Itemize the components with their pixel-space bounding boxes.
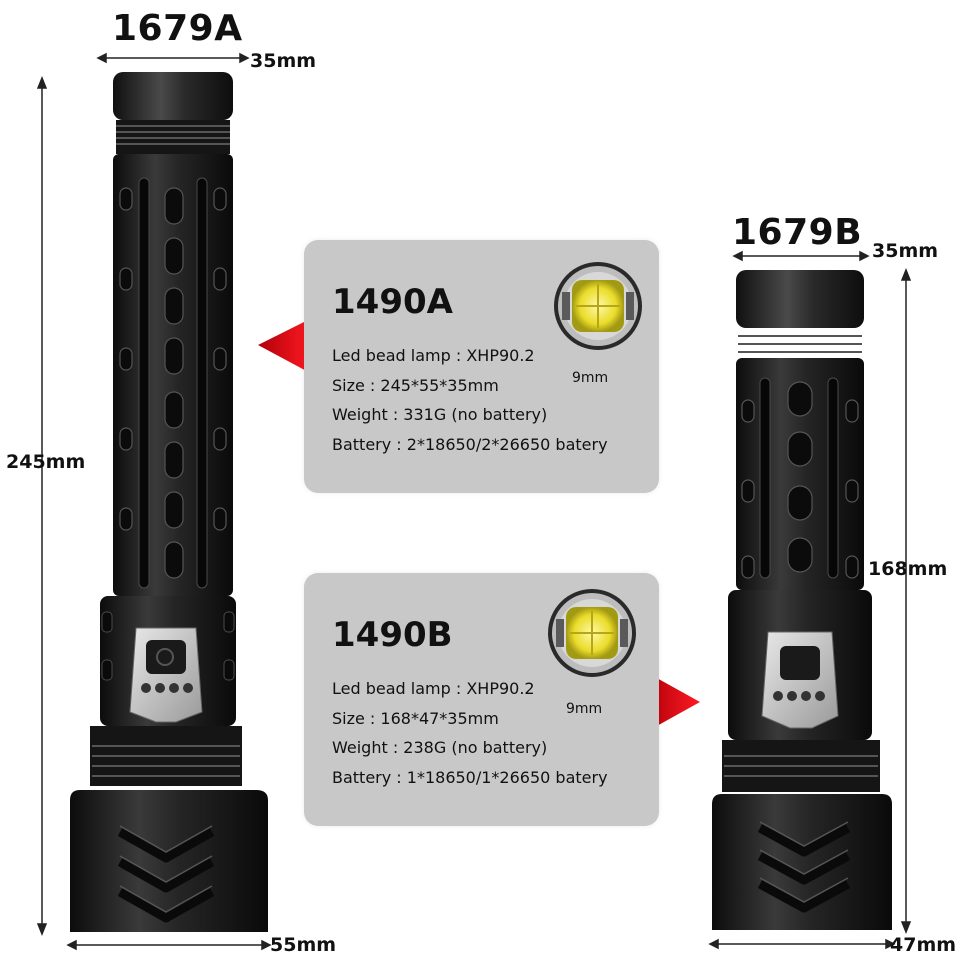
- model-title-right: 1679B: [732, 212, 863, 253]
- led-chip-icon: [548, 589, 636, 677]
- spec-card-1490a: 1490A 9mm Led bead lamp : XHP90.2 Size :…: [304, 240, 659, 493]
- card-title: 1490B: [332, 615, 453, 655]
- pointer-arrow-right: [646, 672, 700, 732]
- spec-card-1490b: 1490B 9mm Led bead lamp : XHP90.2 Size :…: [304, 573, 659, 826]
- card-title: 1490A: [332, 282, 453, 322]
- spec-size: Size : 245*55*35mm: [332, 376, 499, 395]
- led-chip-icon: [554, 262, 642, 350]
- left-dimensions: [36, 52, 272, 951]
- model-title-left: 1679A: [112, 8, 243, 49]
- spec-weight: Weight : 238G (no battery): [332, 738, 548, 757]
- pointer-arrow-left: [258, 318, 312, 374]
- flashlight-1679b: [712, 270, 892, 930]
- length-left: 245mm: [6, 451, 86, 473]
- spec-size: Size : 168*47*35mm: [332, 709, 499, 728]
- spec-battery: Battery : 2*18650/2*26650 batery: [332, 435, 608, 454]
- spec-led: Led bead lamp : XHP90.2: [332, 679, 535, 698]
- led-size: 9mm: [572, 370, 609, 386]
- tail-width-right: 47mm: [890, 934, 957, 956]
- spec-battery: Battery : 1*18650/1*26650 batery: [332, 768, 608, 787]
- spec-weight: Weight : 331G (no battery): [332, 405, 548, 424]
- power-button: [780, 646, 820, 680]
- head-width-left: 35mm: [250, 50, 317, 72]
- tail-width-left: 55mm: [270, 934, 337, 956]
- head-bezel: [736, 270, 864, 328]
- length-right: 168mm: [868, 558, 948, 580]
- head-width-right: 35mm: [872, 240, 939, 262]
- spec-led: Led bead lamp : XHP90.2: [332, 346, 535, 365]
- led-size: 9mm: [566, 701, 603, 717]
- right-dimensions: [708, 250, 912, 950]
- flashlight-1679a: [70, 72, 268, 932]
- power-button: [146, 640, 186, 674]
- head-bezel: [113, 72, 233, 120]
